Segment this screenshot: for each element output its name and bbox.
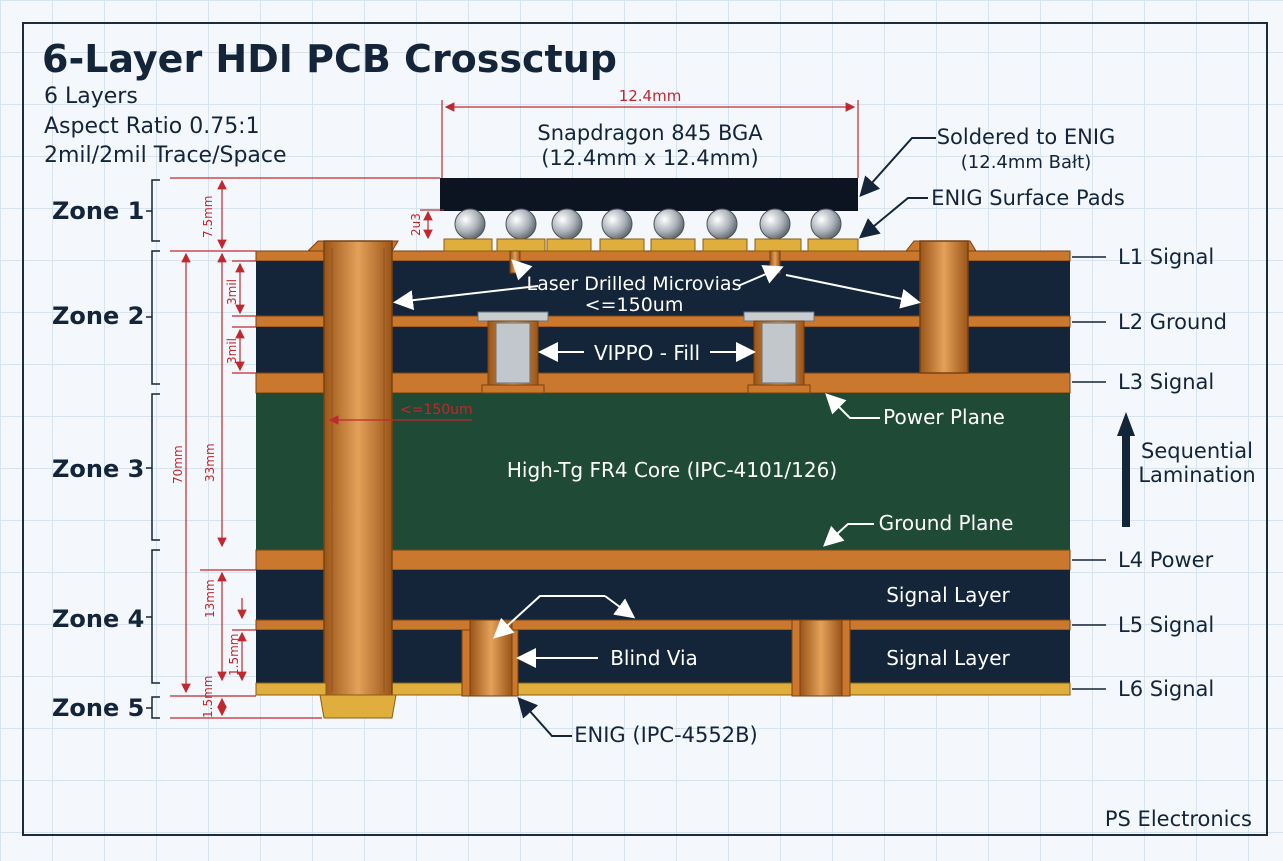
solder-ball xyxy=(653,208,685,240)
signal-layer-label-1: Signal Layer xyxy=(886,583,1010,607)
through-hole-via xyxy=(323,240,393,697)
layer-labels: L1 Signal L2 Ground L3 Signal L4 Power L… xyxy=(1072,245,1227,701)
enig-surface-pads xyxy=(443,238,859,252)
bga-package xyxy=(440,178,858,211)
through-via-bottom-pad xyxy=(319,694,397,719)
enig-pad xyxy=(702,238,748,252)
dim-ball-height: 2u3 xyxy=(409,213,423,236)
ground-plane-label: Ground Plane xyxy=(879,511,1014,535)
spec-trace-space: 2mil/2mil Trace/Space xyxy=(44,143,287,168)
enig-pad xyxy=(599,238,645,252)
layer-label-l6: L6 Signal xyxy=(1118,677,1214,701)
solder-ball xyxy=(601,208,633,240)
solder-ball xyxy=(759,208,791,240)
enig-pad xyxy=(443,238,493,252)
enig-pad xyxy=(807,238,859,252)
zone-label-3: Zone 3 xyxy=(52,455,144,483)
layer-label-l3: L3 Signal xyxy=(1118,370,1214,394)
brand-label: PS Electronics xyxy=(1105,807,1252,831)
zone-label-4: Zone 4 xyxy=(52,605,144,633)
soldered-label: Soldered to ENIG xyxy=(937,125,1116,149)
lamination-arrow-icon xyxy=(1117,412,1135,527)
through-hole-dim-label: <=150um xyxy=(400,402,473,418)
spec-aspect-ratio: Aspect Ratio 0.75:1 xyxy=(44,114,260,139)
bga-size: (12.4mm x 12.4mm) xyxy=(541,146,759,170)
diagram-title: 6-Layer HDI PCB Crossctup xyxy=(42,37,617,81)
soldered-size-label: (12.4mm Bałt) xyxy=(961,152,1091,173)
dim-zone4: 13mm xyxy=(203,579,217,618)
enig-spec-label: ENIG (IPC-4552B) xyxy=(574,723,757,747)
solder-ball xyxy=(810,208,842,240)
vertical-dimensions: 7.5mm 2u3 70mm 33mm 3mil 3mil 13mm 1.5mm… xyxy=(170,177,444,719)
zone-label-1: Zone 1 xyxy=(52,197,144,225)
solder-ball xyxy=(505,208,537,240)
dim-zone1: 7.5mm xyxy=(201,196,215,238)
diagram-frame xyxy=(22,22,1268,836)
signal-layer-label-2: Signal Layer xyxy=(886,646,1010,670)
bga-width-dim: 12.4mm xyxy=(619,87,682,105)
lamination-label-line1: Sequential xyxy=(1141,439,1253,463)
solder-ball xyxy=(706,208,738,240)
zone-labels: Zone 1 Zone 2 Zone 3 Zone 4 Zone 5 xyxy=(52,179,160,722)
layer-label-l4: L4 Power xyxy=(1118,548,1214,572)
lamination-label-line2: Lamination xyxy=(1138,463,1255,487)
solder-ball xyxy=(551,208,583,240)
zone-label-5: Zone 5 xyxy=(52,694,144,722)
enig-pads-label: ENIG Surface Pads xyxy=(931,186,1125,210)
enig-pad xyxy=(754,238,802,252)
enig-pad xyxy=(496,238,546,252)
blind-via-right xyxy=(799,619,843,697)
dim-l5-l6: 1.5mm xyxy=(227,634,241,676)
layer-label-l2: L2 Ground xyxy=(1118,310,1227,334)
microvia-label: Laser Drilled Microvias xyxy=(527,273,742,295)
layer-label-l1: L1 Signal xyxy=(1118,245,1214,269)
blind-via-label: Blind Via xyxy=(610,646,698,670)
vippo-via-left xyxy=(477,311,549,394)
stacked-via xyxy=(919,240,969,374)
microvia-size-label: <=150um xyxy=(585,294,684,316)
solder-balls xyxy=(454,208,842,240)
power-plane-label: Power Plane xyxy=(883,405,1005,429)
dim-l2-l3: 3mil xyxy=(225,338,239,364)
bga-name: Snapdragon 845 BGA xyxy=(537,121,763,145)
vippo-label: VIPPO - Fill xyxy=(594,341,700,365)
vippo-via-right xyxy=(743,311,815,394)
dim-total: 70mm xyxy=(171,445,185,484)
dim-core: 33mm xyxy=(203,443,217,482)
dim-zone5: 1.5mm xyxy=(201,676,215,718)
layer-label-l5: L5 Signal xyxy=(1118,613,1214,637)
zone-label-2: Zone 2 xyxy=(52,302,144,330)
core-label: High-Tg FR4 Core (IPC-4101/126) xyxy=(507,458,837,482)
dim-l1-l2: 3mil xyxy=(225,279,239,305)
enig-pad xyxy=(546,238,592,252)
solder-ball xyxy=(454,208,486,240)
spec-layers: 6 Layers xyxy=(44,84,138,109)
blind-via-left xyxy=(469,619,513,697)
enig-pad xyxy=(650,238,696,252)
